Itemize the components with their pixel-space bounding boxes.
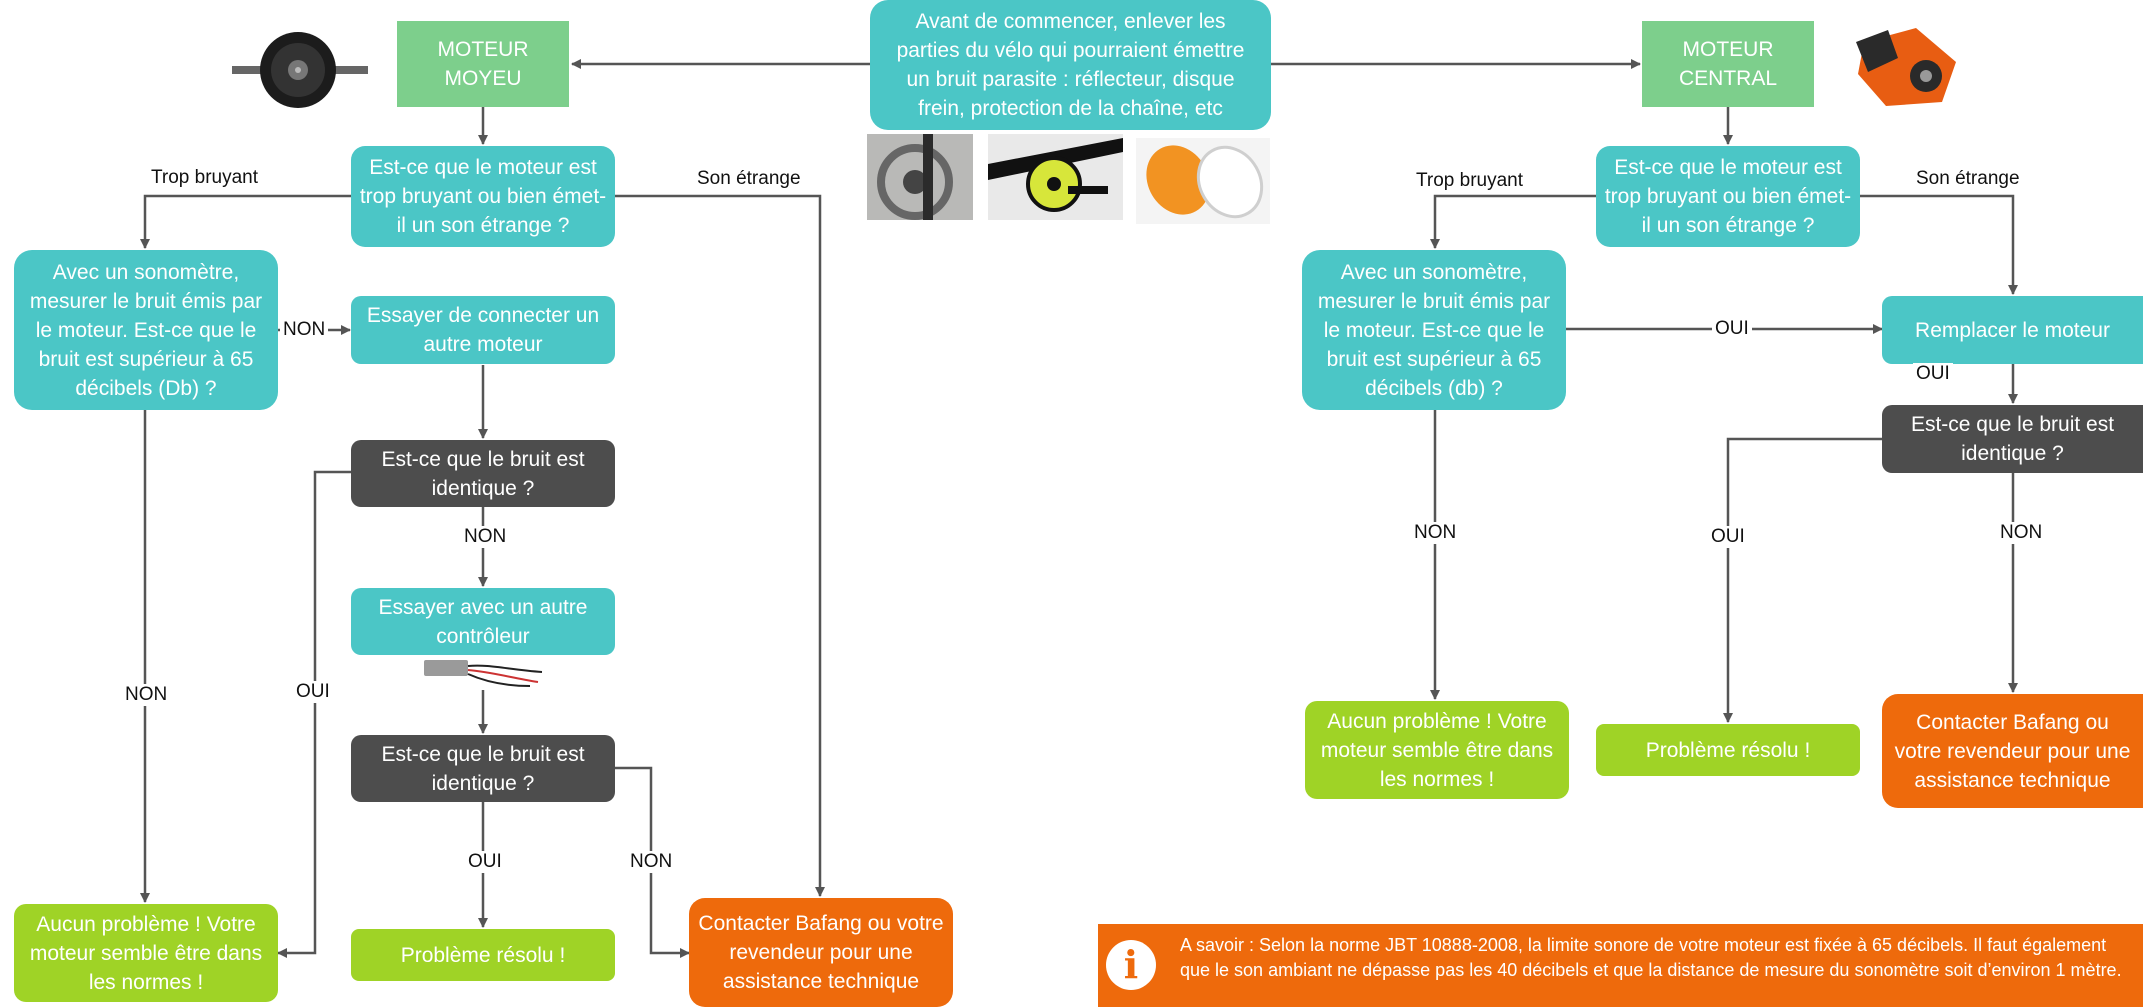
r-label-oui-replace: OUI	[1913, 363, 1953, 385]
l-solved-box: Problème résolu !	[351, 929, 615, 981]
hub-motor-icon	[232, 32, 368, 108]
reflectors-photo	[1136, 138, 1270, 224]
chain-guard-photo	[988, 134, 1123, 220]
arrow-l-son	[615, 194, 825, 897]
r-solved-box: Problème résolu !	[1596, 724, 1860, 776]
r-replace-motor-box: Remplacer le moteur	[1882, 296, 2143, 364]
info-icon: i	[1106, 940, 1156, 990]
l-connect-motor-box: Essayer de connecter un autre moteur	[351, 296, 615, 364]
r-label-trop-bruyant: Trop bruyant	[1413, 170, 1527, 192]
r-question-identical: Est-ce que le bruit est identique ?	[1882, 405, 2143, 473]
l-contact-box: Contacter Bafang ou votre revendeur pour…	[689, 898, 953, 1007]
r-contact-box: Contacter Bafang ou votre revendeur pour…	[1882, 694, 2143, 808]
l-label-non-connect: NON	[280, 319, 329, 341]
intro-box: Avant de commencer, enlever les parties …	[870, 0, 1271, 130]
r-label-oui-sono: OUI	[1712, 318, 1752, 340]
arrow-l-q2-oui	[277, 470, 351, 958]
controller-icon	[424, 660, 543, 687]
r-label-oui-q2: OUI	[1708, 526, 1748, 548]
l-controller-box: Essayer avec un autre contrôleur	[351, 588, 615, 655]
l-label-non-q3: NON	[627, 851, 676, 873]
arrow-l-trop	[140, 194, 351, 249]
disc-brake-photo	[867, 134, 973, 220]
l-label-non-q2: NON	[461, 526, 510, 548]
arrow-r-son	[1860, 194, 2018, 295]
r-no-problem-box: Aucun problème ! Votre moteur semble êtr…	[1305, 701, 1569, 799]
l-label-trop-bruyant: Trop bruyant	[148, 167, 262, 189]
l-label-son-etrange: Son étrange	[694, 168, 804, 190]
r-label-non-q2: NON	[1997, 522, 2046, 544]
l-label-oui-q3: OUI	[465, 851, 505, 873]
r-question-noise: Est-ce que le moteur est trop bruyant ou…	[1596, 146, 1860, 247]
l-label-oui-q2: OUI	[293, 681, 333, 703]
l-label-non-sono: NON	[122, 684, 171, 706]
l-question-identical-2: Est-ce que le bruit est identique ?	[351, 735, 615, 802]
info-banner: A savoir : Selon la norme JBT 10888-2008…	[1098, 924, 2143, 1007]
l-sonometer-box: Avec un sonomètre, mesurer le bruit émis…	[14, 250, 278, 410]
r-sonometer-box: Avec un sonomètre, mesurer le bruit émis…	[1302, 250, 1566, 410]
l-no-problem-box: Aucun problème ! Votre moteur semble êtr…	[14, 904, 278, 1002]
l-question-noise: Est-ce que le moteur est trop bruyant ou…	[351, 146, 615, 247]
arrow-r-q2-oui	[1723, 437, 1882, 723]
mid-motor-icon	[1856, 28, 1956, 106]
info-text: A savoir : Selon la norme JBT 10888-2008…	[1180, 935, 2122, 980]
r-label-son-etrange: Son étrange	[1913, 168, 2023, 190]
l-question-identical-1: Est-ce que le bruit est identique ?	[351, 440, 615, 507]
arrow-r-trop	[1430, 194, 1596, 249]
left-motor-box: MOTEUR MOYEU	[397, 21, 569, 107]
right-motor-box: MOTEUR CENTRAL	[1642, 21, 1814, 107]
r-label-non-sono: NON	[1411, 522, 1460, 544]
